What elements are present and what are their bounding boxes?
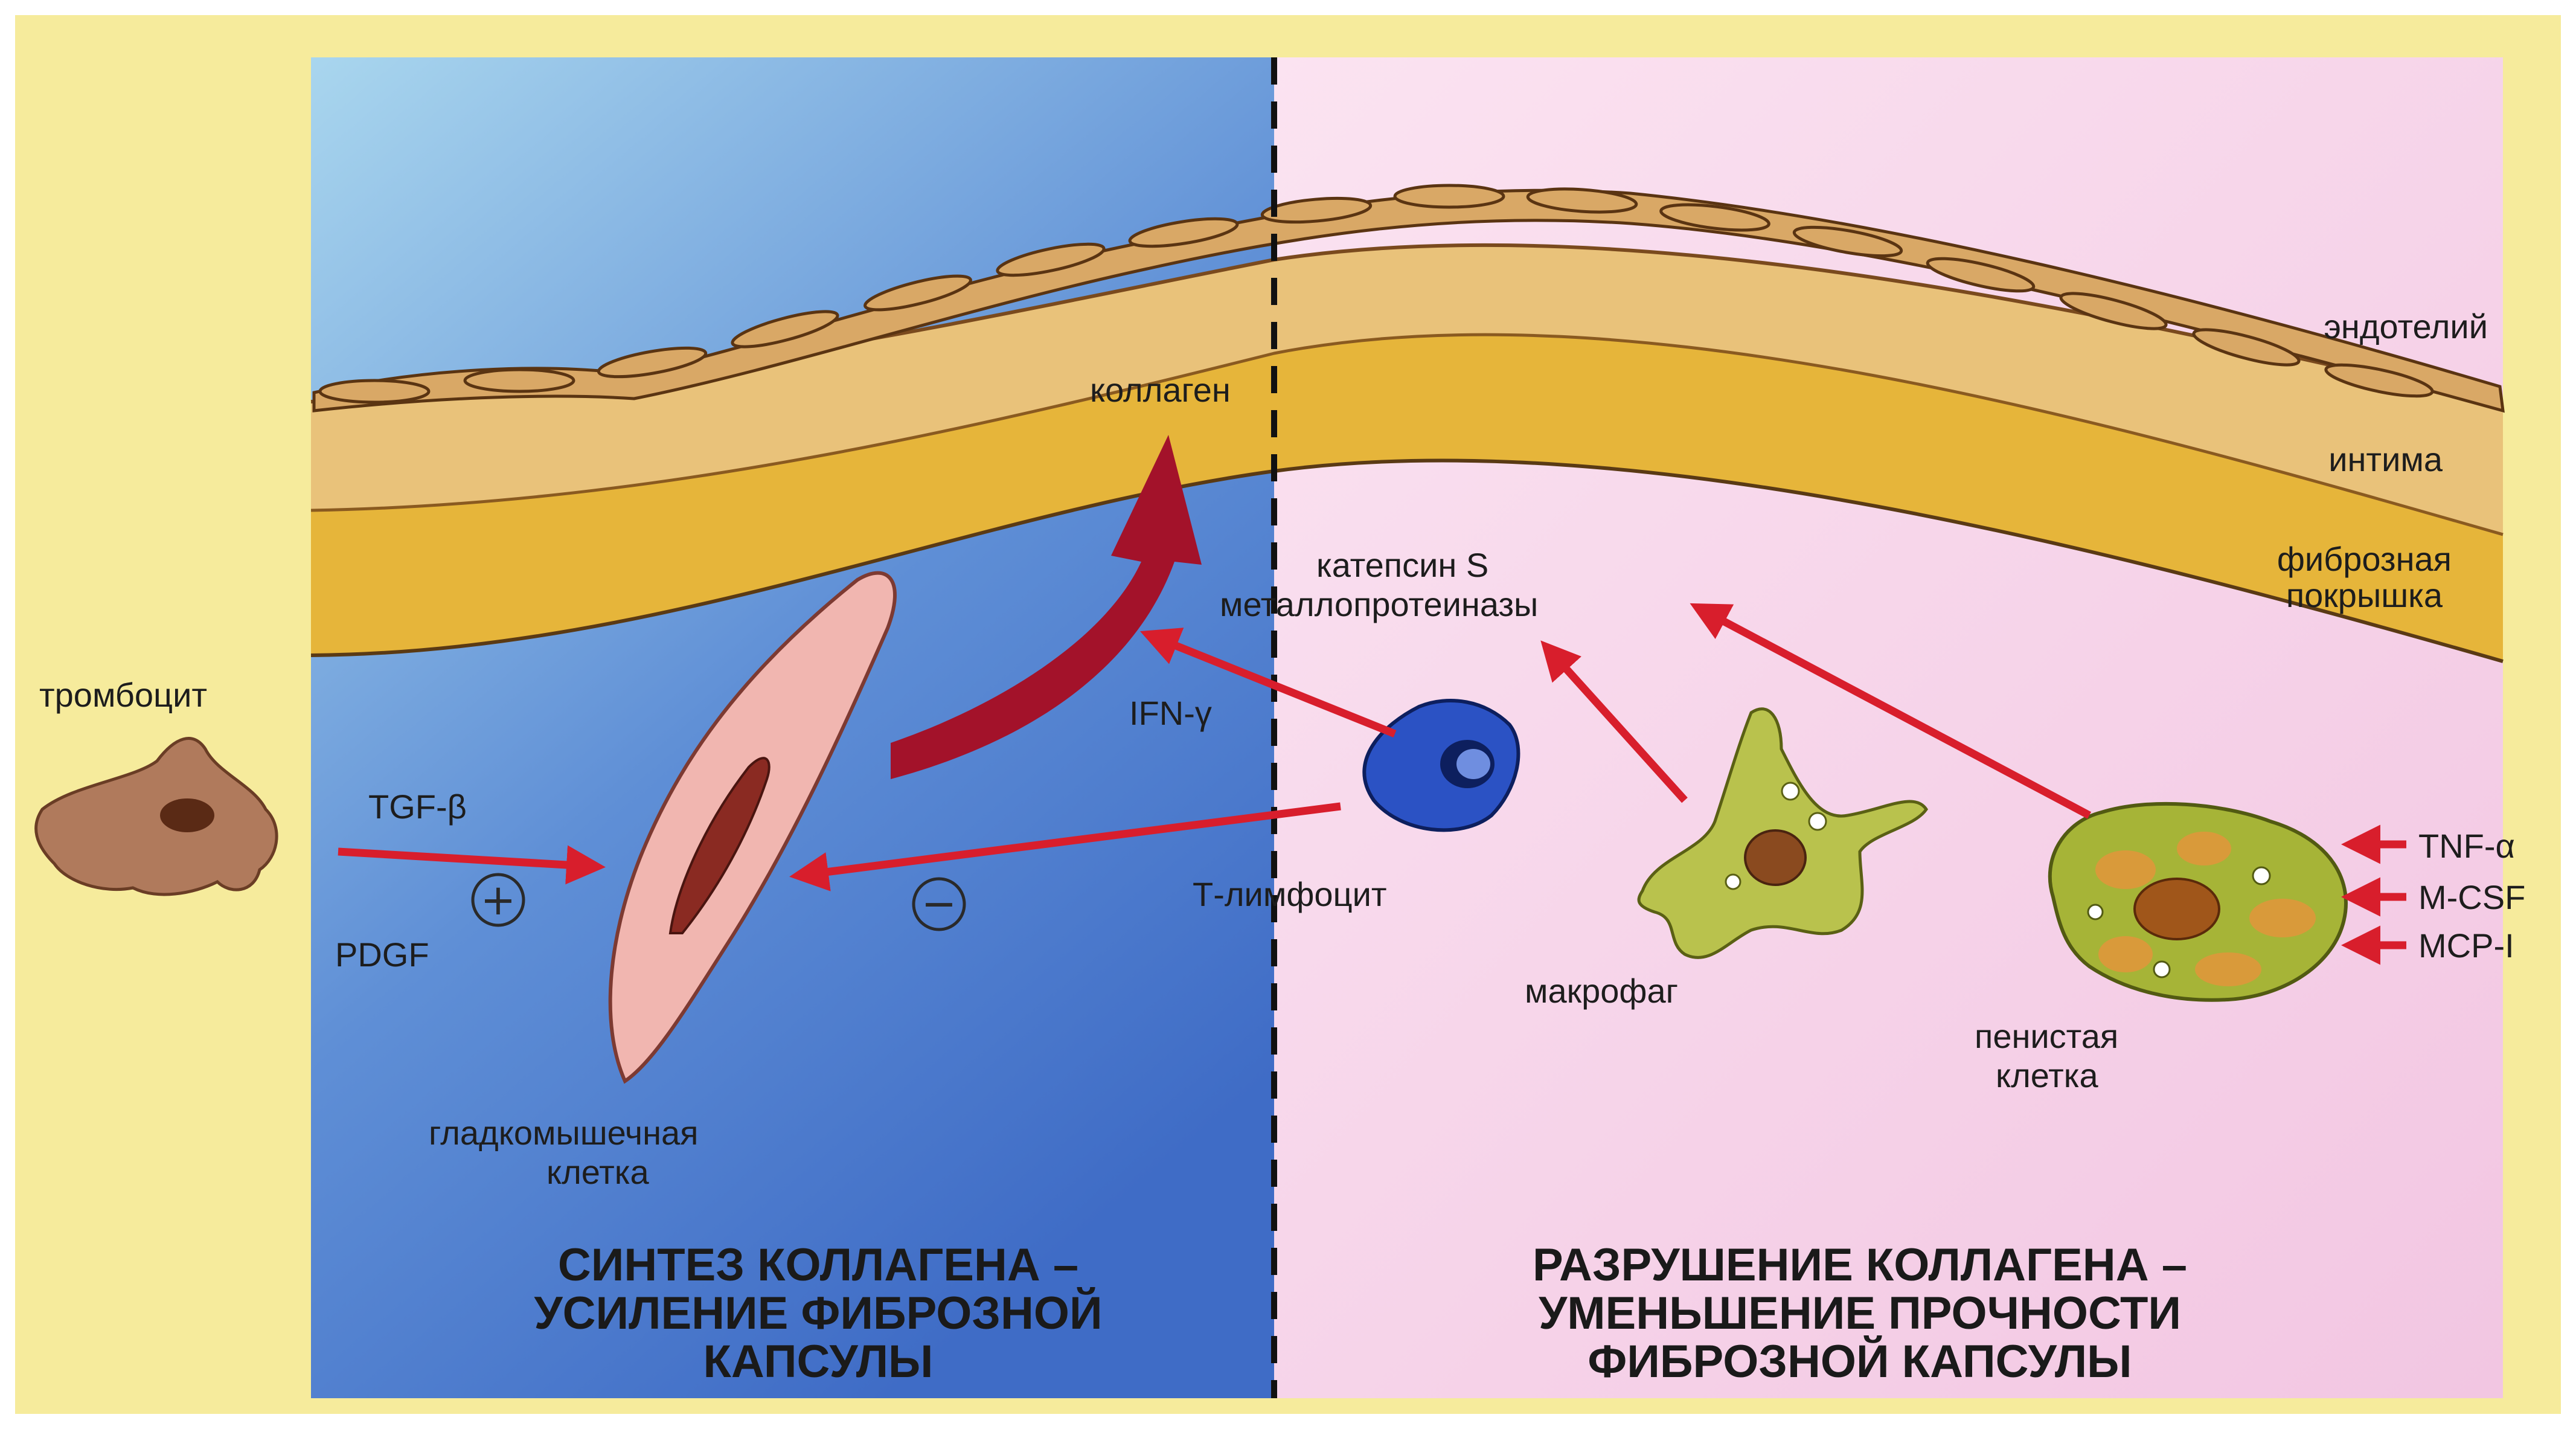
minus-label: − bbox=[921, 879, 957, 928]
left-title-line-3: КАПСУЛЫ bbox=[703, 1336, 934, 1387]
label-smooth-muscle-2: клетка bbox=[546, 1153, 649, 1191]
label-smooth-muscle-1: гладкомышечная bbox=[429, 1114, 699, 1152]
label-tgf-beta: TGF-β bbox=[368, 788, 467, 826]
label-foam-cell-1: пенистая bbox=[1975, 1017, 2118, 1055]
label-metalloproteinases: металлопротеиназы bbox=[1220, 585, 1538, 623]
label-t-lymphocyte: Т-лимфоцит bbox=[1193, 875, 1387, 913]
right-title-line-2: УМЕНЬШЕНИЕ ПРОЧНОСТИ bbox=[1539, 1288, 2181, 1339]
label-fibrous-cap-1: фиброзная bbox=[2277, 540, 2452, 578]
label-fibrous-cap-2: покрышка bbox=[2286, 576, 2443, 614]
foam-cell bbox=[2050, 804, 2346, 1000]
label-pdgf: PDGF bbox=[335, 936, 429, 974]
left-title-line-2: УСИЛЕНИЕ ФИБРОЗНОЙ bbox=[534, 1287, 1102, 1339]
left-title-line-1: СИНТЕЗ КОЛЛАГЕНА – bbox=[558, 1239, 1078, 1291]
label-foam-cell-2: клетка bbox=[1996, 1056, 2098, 1094]
label-cathepsin: катепсин S bbox=[1316, 546, 1488, 584]
label-intima: интима bbox=[2328, 440, 2443, 478]
label-tnf-alpha: TNF-α bbox=[2418, 827, 2515, 865]
label-macrophage: макрофаг bbox=[1525, 972, 1678, 1010]
label-endothelium: эндотелий bbox=[2324, 307, 2488, 345]
label-m-csf: M-CSF bbox=[2418, 878, 2525, 916]
plus-label: + bbox=[481, 875, 516, 925]
label-ifn-gamma: IFN-γ bbox=[1129, 694, 1212, 732]
label-platelet: тромбоцит bbox=[39, 676, 207, 714]
right-title-line-1: РАЗРУШЕНИЕ КОЛЛАГЕНА – bbox=[1533, 1239, 2187, 1291]
right-title-line-3: ФИБРОЗНОЙ КАПСУЛЫ bbox=[1588, 1335, 2132, 1387]
label-mcp-1: MCP-I bbox=[2418, 926, 2514, 965]
label-collagen: коллаген bbox=[1090, 371, 1231, 409]
